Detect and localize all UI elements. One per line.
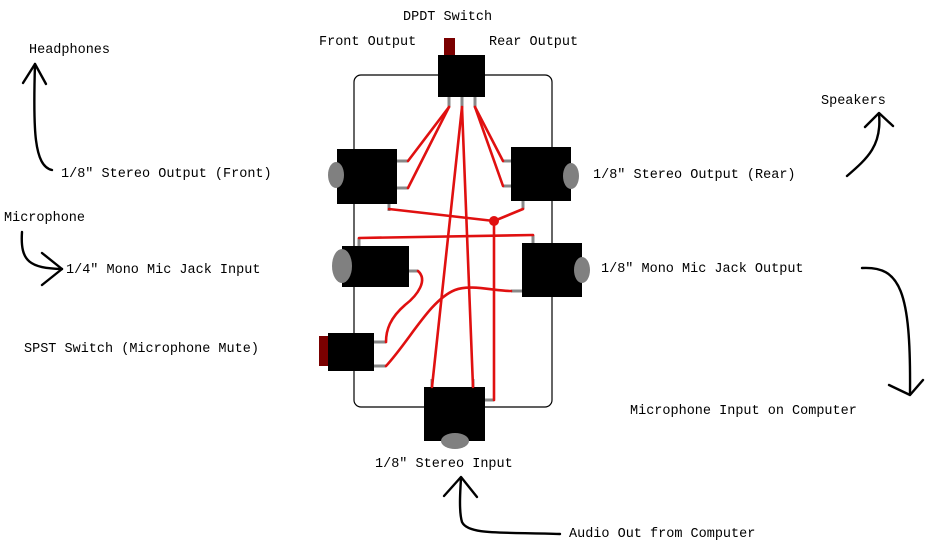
annotation-arrows — [20, 62, 925, 536]
label-speakers: Speakers — [821, 94, 886, 109]
wire — [473, 105, 505, 188]
wire — [387, 207, 496, 223]
label-microphone: Microphone — [4, 211, 86, 226]
label-microphone-input-computer: Microphone Input on Computer — [630, 404, 857, 419]
mono-mic-jack-output — [511, 235, 590, 297]
label-stereo-output-rear: 1/8" Stereo Output (Rear) — [593, 168, 796, 183]
label-stereo-input: 1/8" Stereo Input — [375, 457, 513, 472]
stereo-output-front-jack — [328, 149, 408, 211]
wire — [430, 105, 464, 389]
label-audio-out-computer: Audio Out from Computer — [569, 527, 756, 542]
microphone-input-arrow — [860, 266, 925, 397]
wire — [473, 105, 505, 163]
audio-out-arrow — [442, 475, 562, 536]
stereo-output-rear-jack — [503, 147, 579, 209]
headphones-arrow — [21, 62, 54, 172]
mono-mic-jack-input — [332, 238, 418, 287]
label-front-output: Front Output — [319, 35, 417, 50]
wire — [384, 286, 513, 368]
wire — [460, 105, 475, 389]
dpdt-switch — [438, 38, 485, 107]
spst-switch — [319, 333, 386, 371]
stereo-input-jack — [424, 379, 494, 449]
microphone-arrow — [20, 230, 64, 287]
label-headphones: Headphones — [29, 43, 111, 58]
wire — [384, 269, 424, 344]
label-mono-mic-jack-output: 1/8" Mono Mic Jack Output — [601, 262, 804, 277]
wire — [357, 233, 535, 240]
wire — [492, 207, 525, 223]
ground-junction — [489, 216, 499, 226]
enclosure-box — [353, 74, 553, 408]
label-mono-mic-jack-input: 1/4" Mono Mic Jack Input — [66, 263, 261, 278]
wire — [406, 105, 451, 163]
label-stereo-output-front: 1/8" Stereo Output (Front) — [61, 167, 272, 182]
label-rear-output: Rear Output — [489, 35, 579, 50]
speakers-arrow — [845, 111, 895, 178]
wiring — [357, 105, 535, 402]
label-spst-switch: SPST Switch (Microphone Mute) — [24, 342, 259, 357]
wire — [406, 105, 451, 190]
label-dpdt-switch: DPDT Switch — [403, 10, 493, 25]
